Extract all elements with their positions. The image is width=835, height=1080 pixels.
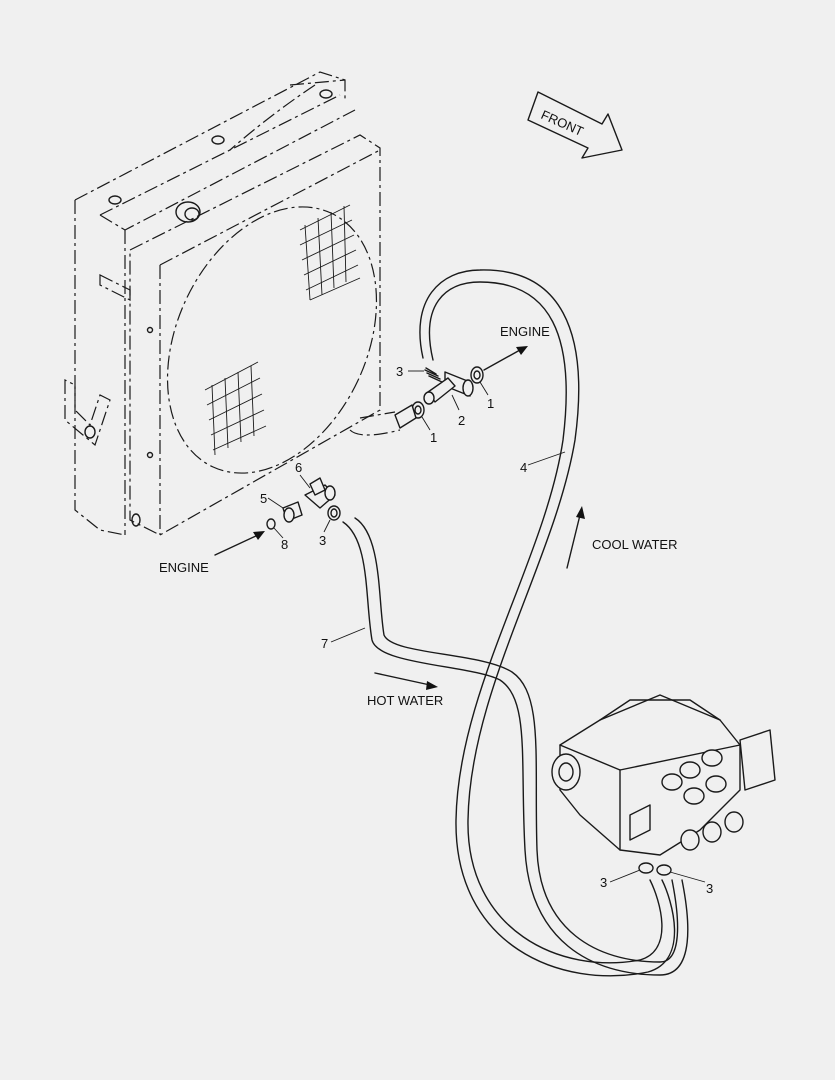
heater-valve-assembly [551, 694, 776, 856]
hose-7-hot-water [342, 517, 689, 976]
tee-fitting-2 [423, 371, 474, 405]
front-arrow: FRONT [527, 91, 623, 159]
elbow-fitting-6 [304, 477, 336, 509]
radiator-outlet-stub [394, 404, 417, 429]
callout-6: 6 [295, 460, 302, 475]
arrow-from-engine-left [214, 531, 265, 556]
hose-clamp-3-valve-right [656, 864, 672, 876]
callout-1-upper: 1 [487, 396, 494, 411]
radiator-phantom [64, 71, 401, 536]
arrow-cool-water [566, 506, 585, 569]
engine-label-top: ENGINE [500, 324, 550, 339]
callout-3-left: 3 [319, 533, 326, 548]
spring-clamp-3-top [424, 367, 443, 383]
arrow-to-engine-top [483, 346, 528, 371]
callout-3-top: 3 [396, 364, 403, 379]
hose-clamp-3-left [327, 505, 341, 521]
callout-2: 2 [458, 413, 465, 428]
callout-8: 8 [281, 537, 288, 552]
callout-5: 5 [260, 491, 267, 506]
o-ring-8 [266, 518, 276, 530]
adapter-5 [282, 501, 303, 523]
engine-label-left: ENGINE [159, 560, 209, 575]
leader-lines [267, 370, 706, 883]
hose-clamp-1-upper [470, 366, 484, 384]
callout-3-valve-left: 3 [600, 875, 607, 890]
callout-3-valve-right: 3 [706, 881, 713, 896]
hot-water-label: HOT WATER [367, 693, 443, 708]
callout-4: 4 [520, 460, 527, 475]
hose-clamp-3-valve-left [638, 862, 654, 874]
hose-4-cool-water [419, 269, 676, 977]
callout-1-lower: 1 [430, 430, 437, 445]
cool-water-label: COOL WATER [592, 537, 677, 552]
arrow-hot-water [374, 672, 438, 690]
callout-7: 7 [321, 636, 328, 651]
